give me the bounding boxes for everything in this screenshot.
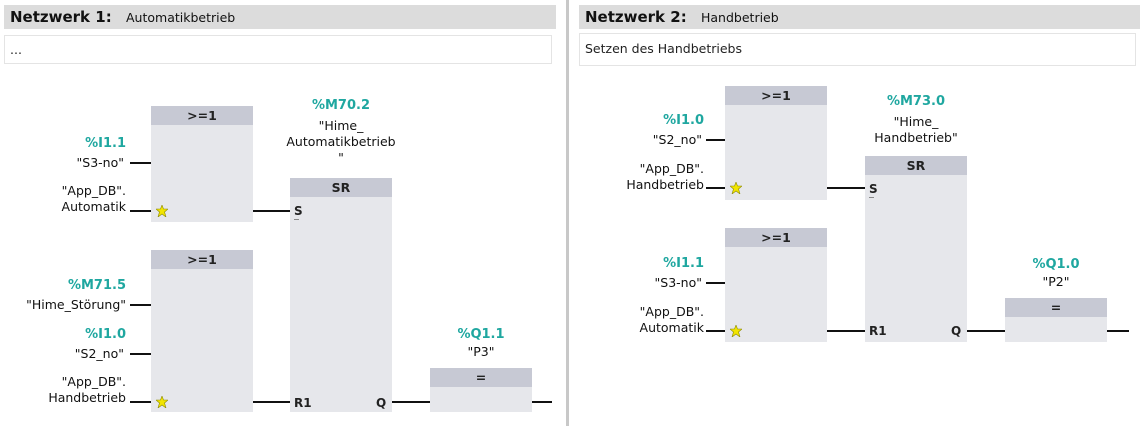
network-1: Netzwerk 1: Automatikbetrieb ... >=1 >=1…	[0, 0, 556, 426]
input-5-wire	[130, 401, 151, 403]
edge-star-icon	[156, 396, 168, 408]
sr-pin-r1: R1	[294, 396, 312, 410]
coil-output-wire	[532, 401, 552, 403]
edge-star-icon	[730, 182, 742, 194]
sr-pin-q: Q	[951, 324, 962, 338]
coil-operand-name[interactable]: "P3"	[467, 344, 495, 359]
input-1-wire	[706, 139, 725, 141]
input-3-name[interactable]: "S3-no"	[654, 275, 702, 290]
input-4-wire	[706, 330, 725, 332]
sr-block-title: SR	[865, 156, 967, 175]
input-3-address[interactable]: %M71.5	[67, 278, 126, 293]
input-4-wire	[130, 353, 151, 355]
network-1-title[interactable]: Automatikbetrieb	[126, 10, 236, 25]
assignment-coil[interactable]: =	[430, 368, 532, 412]
sr-pin-s: S	[869, 182, 878, 198]
input-5-name[interactable]: "App_DB". Handbetrieb	[48, 374, 126, 405]
sr-block[interactable]: SR S R1 Q	[290, 178, 392, 412]
or-block-1[interactable]: >=1	[151, 106, 253, 222]
sr-operand-address[interactable]: %M73.0	[886, 94, 946, 109]
network-2-header[interactable]: Netzwerk 2: Handbetrieb	[579, 5, 1140, 29]
input-3-wire	[130, 304, 151, 306]
network-2-title[interactable]: Handbetrieb	[701, 10, 779, 25]
input-4-name[interactable]: "App_DB". Automatik	[639, 304, 704, 335]
or-block-1[interactable]: >=1	[725, 86, 827, 200]
or-block-1-title: >=1	[151, 106, 253, 125]
network-2-comment[interactable]: Setzen des Handbetriebs	[579, 33, 1136, 66]
coil-title: =	[430, 368, 532, 387]
assignment-coil[interactable]: =	[1005, 298, 1107, 342]
input-4-address[interactable]: %I1.0	[85, 327, 126, 342]
or2-to-sr-r1-wire	[827, 330, 865, 332]
or-block-2[interactable]: >=1	[151, 250, 253, 412]
network-1-comment[interactable]: ...	[4, 35, 552, 64]
network-2-number: Netzwerk 2:	[585, 8, 687, 26]
coil-operand-name[interactable]: "P2"	[1042, 274, 1070, 289]
or-block-2[interactable]: >=1	[725, 228, 827, 342]
sr-pin-r1: R1	[869, 324, 887, 338]
coil-operand-address[interactable]: %Q1.1	[457, 327, 505, 342]
or2-to-sr-r1-wire	[253, 401, 290, 403]
or-block-1-title: >=1	[725, 86, 827, 105]
network-2-comment-text: Setzen des Handbetriebs	[585, 41, 742, 56]
network-1-number: Netzwerk 1:	[10, 8, 112, 26]
or-block-2-title: >=1	[151, 250, 253, 269]
edge-star-icon	[730, 325, 742, 337]
coil-title: =	[1005, 298, 1107, 317]
coil-output-wire	[1107, 330, 1129, 332]
network-1-header[interactable]: Netzwerk 1: Automatikbetrieb	[4, 5, 556, 29]
input-1-name[interactable]: "S3-no"	[76, 155, 124, 170]
input-1-name[interactable]: "S2_no"	[652, 132, 702, 147]
sr-pin-s: S	[294, 204, 303, 220]
input-2-name[interactable]: "App_DB". Handbetrieb	[626, 161, 704, 192]
sr-block[interactable]: SR S R1 Q	[865, 156, 967, 342]
input-3-address[interactable]: %I1.1	[663, 256, 704, 271]
sr-q-to-coil-wire	[967, 330, 1005, 332]
input-1-wire	[130, 162, 151, 164]
input-2-name[interactable]: "App_DB". Automatik	[61, 183, 126, 214]
input-1-address[interactable]: %I1.1	[85, 136, 126, 151]
input-1-address[interactable]: %I1.0	[663, 113, 704, 128]
sr-operand-name[interactable]: "Hime_ Handbetrieb"	[874, 114, 958, 145]
input-3-name[interactable]: "Hime_Störung"	[26, 297, 126, 312]
network-separator[interactable]	[566, 0, 569, 426]
sr-q-to-coil-wire	[392, 401, 430, 403]
sr-operand-address[interactable]: %M70.2	[311, 98, 371, 113]
or1-to-sr-s-wire	[827, 187, 865, 189]
edge-star-icon	[156, 205, 168, 217]
network-2: Netzwerk 2: Handbetrieb Setzen des Handb…	[575, 0, 1140, 426]
or1-to-sr-s-wire	[253, 210, 290, 212]
input-4-name[interactable]: "S2_no"	[74, 346, 124, 361]
sr-operand-name[interactable]: "Hime_ Automatikbetrieb "	[286, 118, 396, 165]
sr-block-title: SR	[290, 178, 392, 197]
or-block-2-title: >=1	[725, 228, 827, 247]
coil-operand-address[interactable]: %Q1.0	[1032, 257, 1080, 272]
network-1-comment-text: ...	[10, 42, 22, 57]
input-2-wire	[130, 210, 151, 212]
input-2-wire	[706, 187, 725, 189]
sr-pin-q: Q	[376, 396, 387, 410]
input-3-wire	[706, 282, 725, 284]
